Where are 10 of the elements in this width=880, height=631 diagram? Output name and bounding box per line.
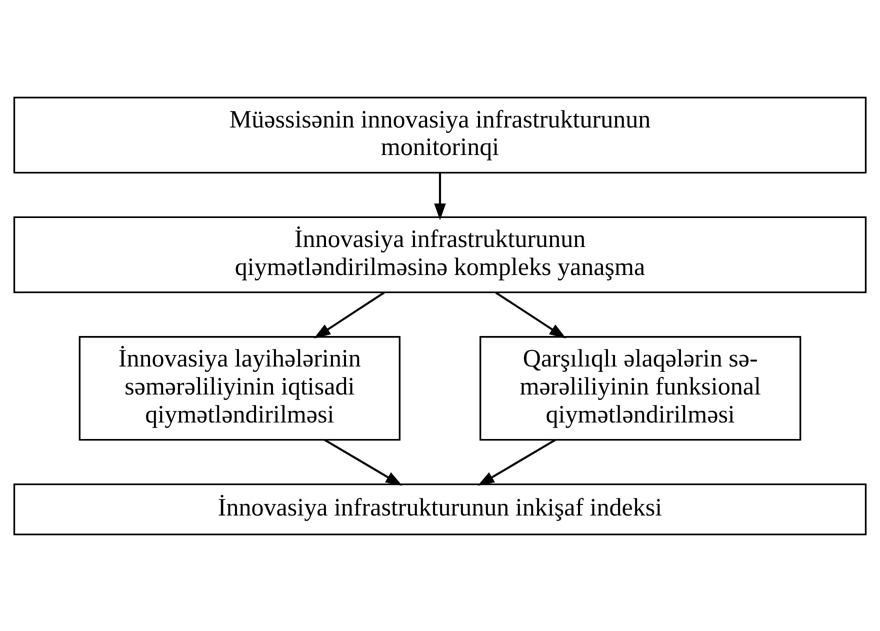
- arrow: [434, 172, 446, 220]
- node-box: İnnovasiya infrastrukturunun inkişaf indeksi: [13, 483, 867, 535]
- node-box: Qarşılıqlı əlaqələrin sə- mərəliliyinin funksional qiymətləndirilməsi: [480, 336, 802, 440]
- node-box: Müəssisənin innovasiya infrastrukturunun monitorinqi: [13, 96, 867, 174]
- arrow: [495, 291, 566, 338]
- arrow: [324, 438, 402, 486]
- arrow: [478, 438, 556, 486]
- node-box: İnnovasiya layihələrinin səmərəliliyinin iqtisadi qiymətləndirilməsi: [78, 336, 400, 440]
- node-box: İnnovasiya infrastrukturunun qiymətləndirilməsinə kompleks yanaşma: [13, 216, 867, 293]
- arrow: [314, 291, 385, 338]
